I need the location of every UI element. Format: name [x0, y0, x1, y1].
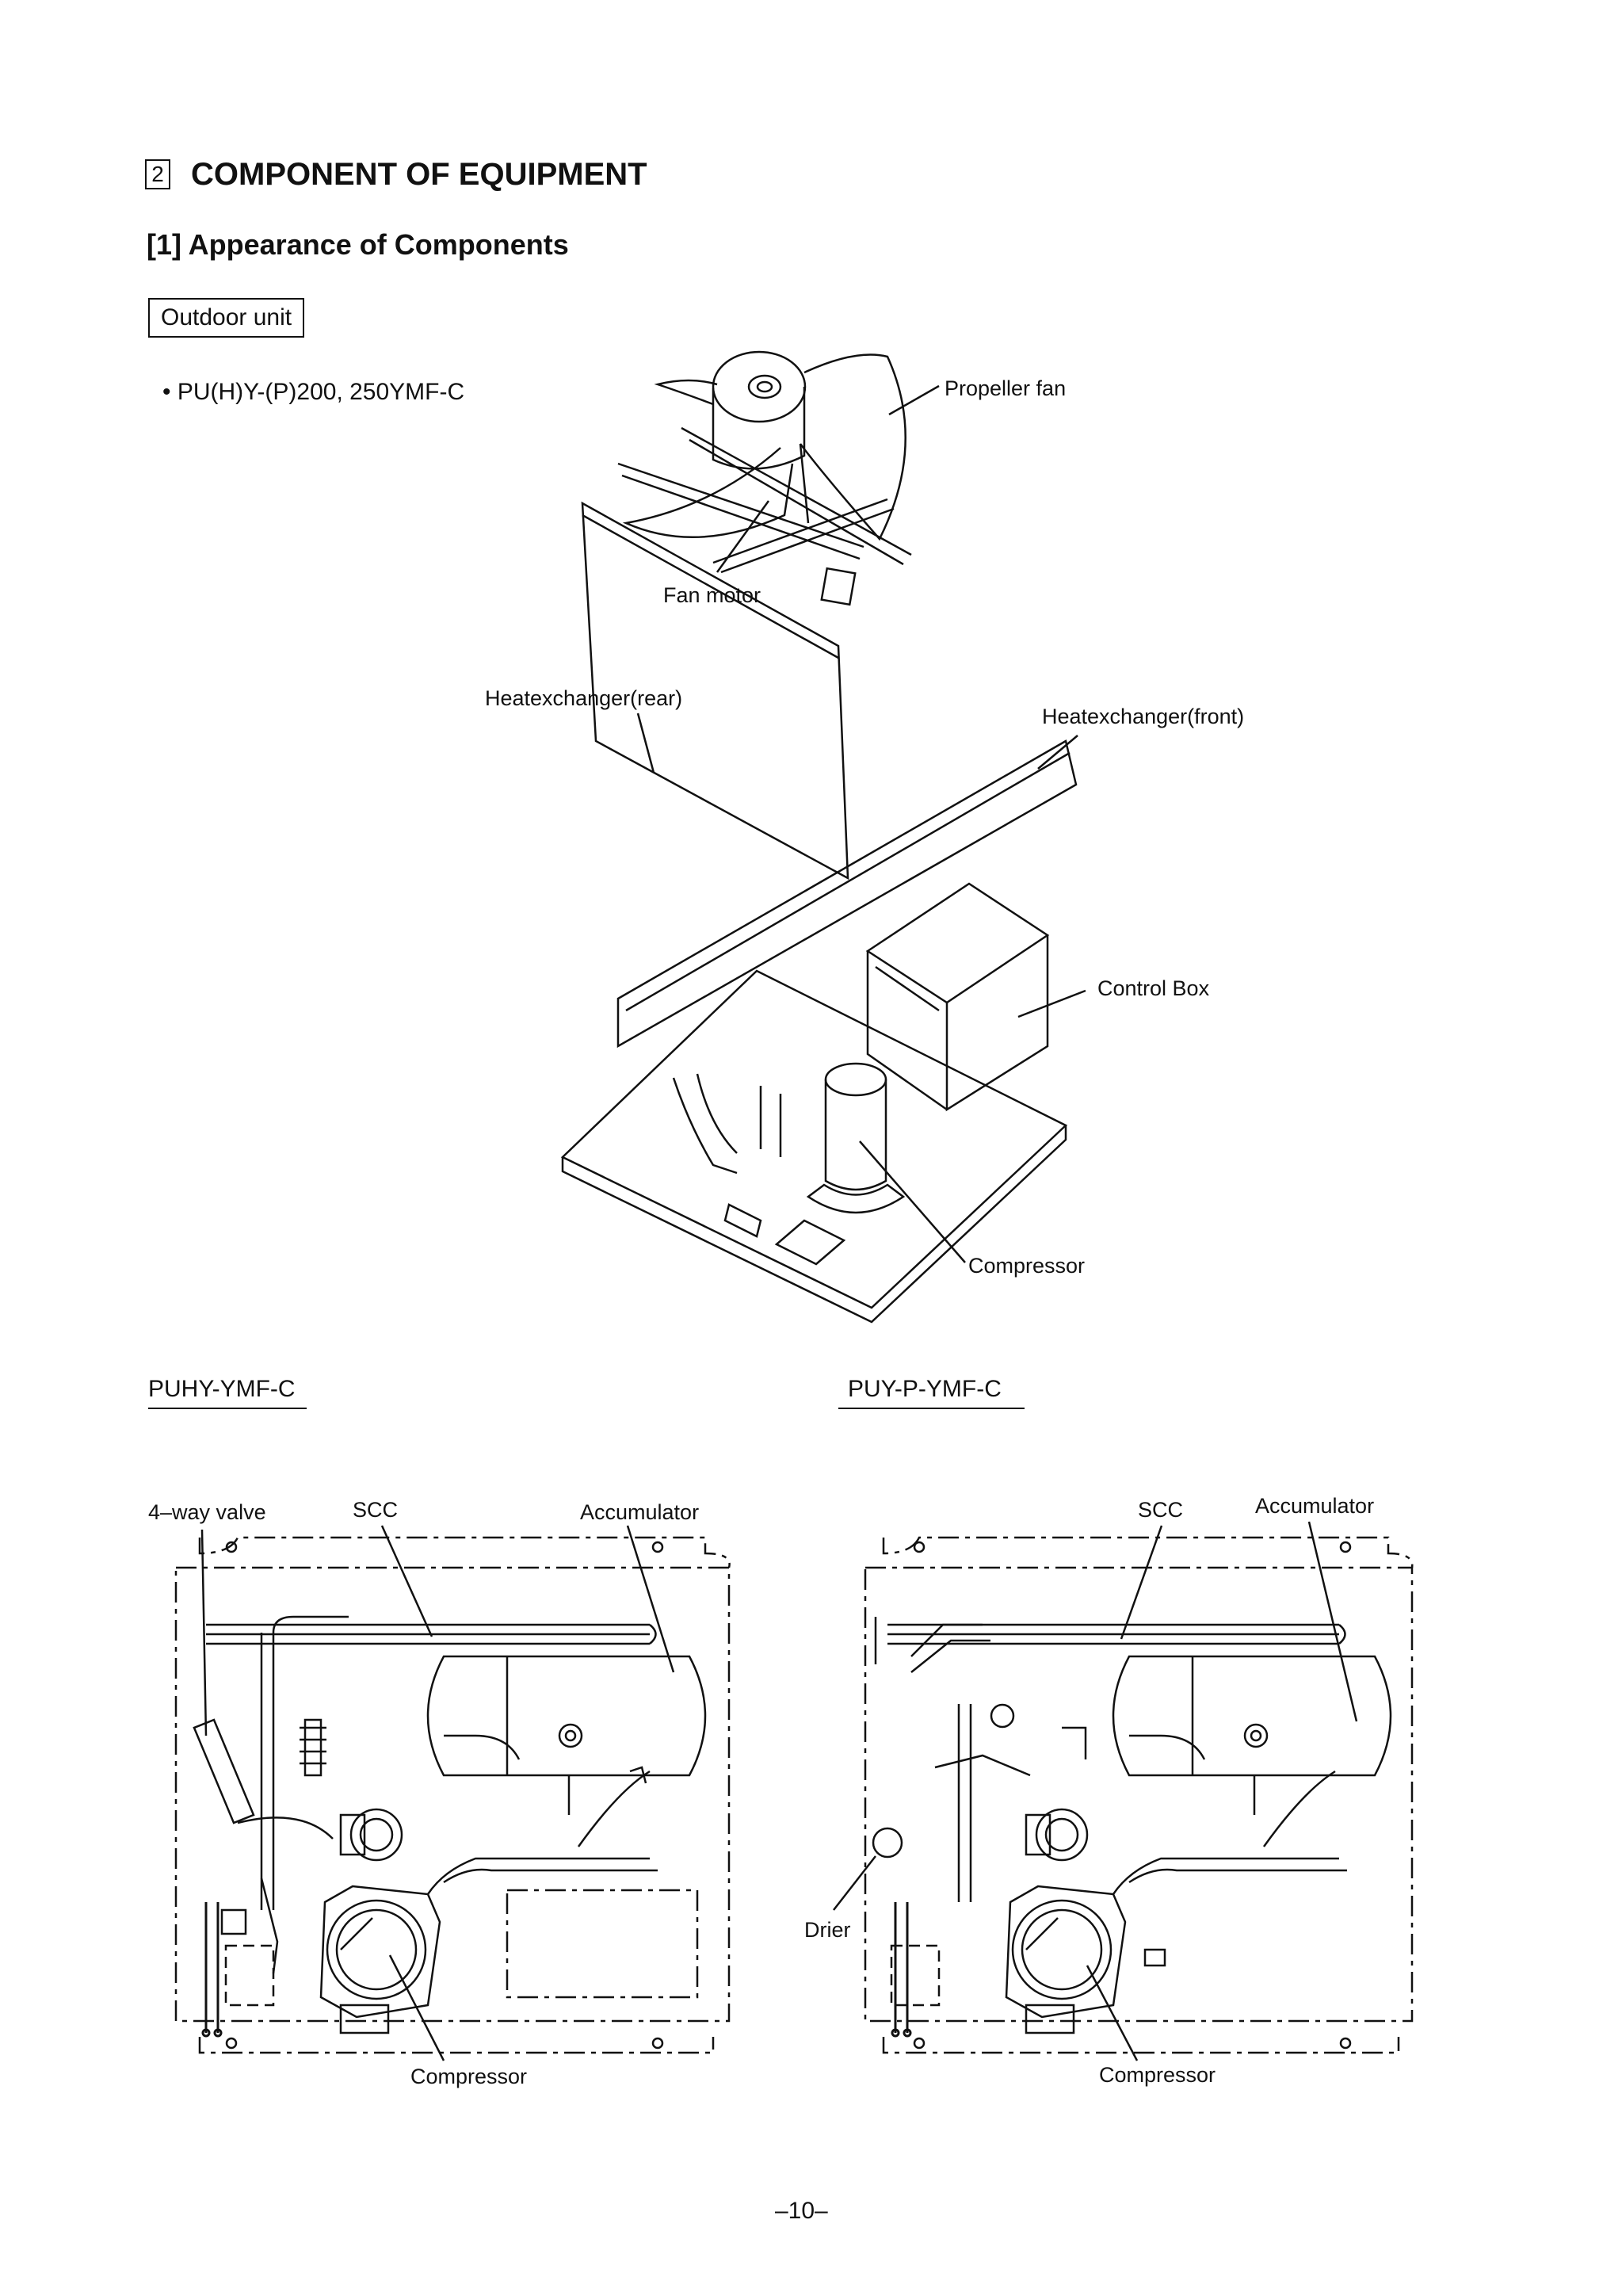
section-title: COMPONENT OF EQUIPMENT: [191, 157, 647, 192]
right-compressor: [1006, 1886, 1125, 2033]
right-dashed-area: [891, 1946, 939, 2005]
compressor-and-piping: [674, 1064, 903, 1236]
hex-front-leader: [1038, 735, 1078, 769]
drier-label: Drier: [804, 1918, 851, 1942]
left-terminals: [203, 1902, 221, 2036]
four-way-valve-leader: [202, 1530, 206, 1736]
left-compressor-leader: [390, 1955, 444, 2061]
fan-bracket: [618, 428, 911, 605]
compressor-label: Compressor: [968, 1254, 1086, 1278]
left-dashed-panel: [507, 1890, 697, 1997]
propeller-fan-leader: [889, 386, 939, 415]
right-terminals: [892, 1902, 910, 2036]
fan-motor-leader: [717, 501, 769, 572]
left-view-title: PUHY-YMF-C: [148, 1376, 307, 1409]
outdoor-unit-exploded-drawing: [0, 0, 1622, 1347]
left-scc-leader: [382, 1526, 432, 1637]
section-heading: 2 COMPONENT OF EQUIPMENT: [145, 157, 647, 193]
propeller-fan: [626, 352, 906, 539]
left-accumulator-leader: [628, 1526, 674, 1672]
left-dashed-area: [226, 1946, 273, 2005]
four-way-valve-label: 4–way valve: [148, 1500, 266, 1524]
hex-rear-leader: [638, 713, 654, 773]
propeller-fan-label: Propeller fan: [945, 376, 1067, 400]
heat-exchanger-front-label: Heatexchanger(front): [1042, 705, 1245, 728]
right-compressor-label: Compressor: [1099, 2063, 1216, 2087]
right-accumulator-leader: [1309, 1522, 1357, 1721]
control-box-label: Control Box: [1097, 976, 1210, 1000]
left-frame: [176, 1538, 730, 2053]
right-view-title: PUY-P-YMF-C: [838, 1376, 1025, 1409]
base-plate: [563, 971, 1066, 1322]
left-accumulator-label: Accumulator: [580, 1500, 700, 1524]
left-scc-pipe: [206, 1625, 656, 1644]
right-scc-label: SCC: [1138, 1498, 1184, 1522]
drier-leader: [834, 1856, 876, 1910]
right-accumulator-label: Accumulator: [1255, 1494, 1375, 1518]
control-box-leader: [1018, 991, 1086, 1017]
page-number: –10–: [775, 2198, 828, 2224]
left-compressor: [321, 1886, 440, 2033]
heat-exchanger-rear-label: Heatexchanger(rear): [485, 686, 683, 710]
subsection-title: [1] Appearance of Components: [147, 228, 569, 261]
right-valves-and-piping: [873, 1617, 1347, 1966]
right-compressor-leader: [1087, 1966, 1137, 2061]
right-frame: [865, 1538, 1412, 2053]
heat-exchanger-front: [618, 741, 1076, 1046]
fan-motor-label: Fan motor: [663, 583, 761, 607]
left-valves-and-piping: [194, 1617, 658, 1973]
compressor-leader: [860, 1141, 965, 1263]
control-box: [868, 884, 1048, 1110]
model-line: • PU(H)Y-(P)200, 250YMF-C: [162, 379, 465, 405]
left-scc-label: SCC: [353, 1498, 399, 1522]
heat-exchanger-rear: [582, 503, 848, 878]
outdoor-unit-box: Outdoor unit: [148, 298, 305, 338]
section-number: 2: [145, 159, 170, 189]
right-accumulator: [1113, 1656, 1391, 1815]
left-compressor-label: Compressor: [410, 2065, 528, 2088]
right-scc-leader: [1121, 1526, 1162, 1639]
left-accumulator: [428, 1656, 705, 1815]
